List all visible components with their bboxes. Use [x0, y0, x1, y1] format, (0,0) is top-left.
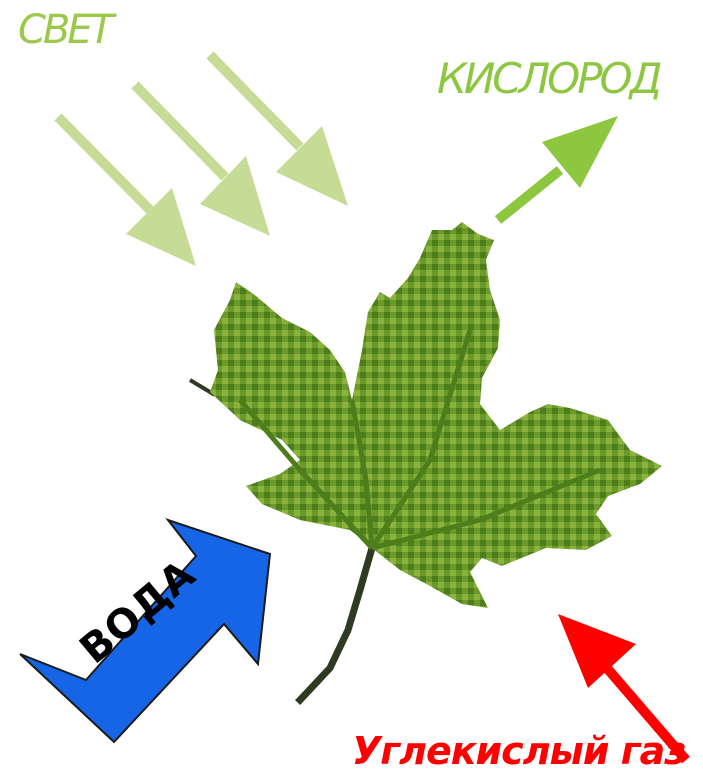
carbon-dioxide-label: Углекислый газ: [352, 729, 686, 773]
light-label: СВЕТ: [18, 7, 114, 53]
light-arrows: [54, 51, 348, 266]
maple-leaf-icon: [210, 222, 662, 608]
oxygen-arrow: [494, 116, 618, 224]
carbon-dioxide-arrow: [558, 614, 690, 764]
light-arrow-2: [131, 81, 270, 236]
oxygen-label: КИСЛОРОД: [437, 54, 662, 103]
light-arrow-3: [206, 51, 348, 206]
water-arrow: [19, 518, 272, 744]
light-arrow-1: [54, 113, 196, 266]
leaf-stem: [295, 543, 377, 705]
